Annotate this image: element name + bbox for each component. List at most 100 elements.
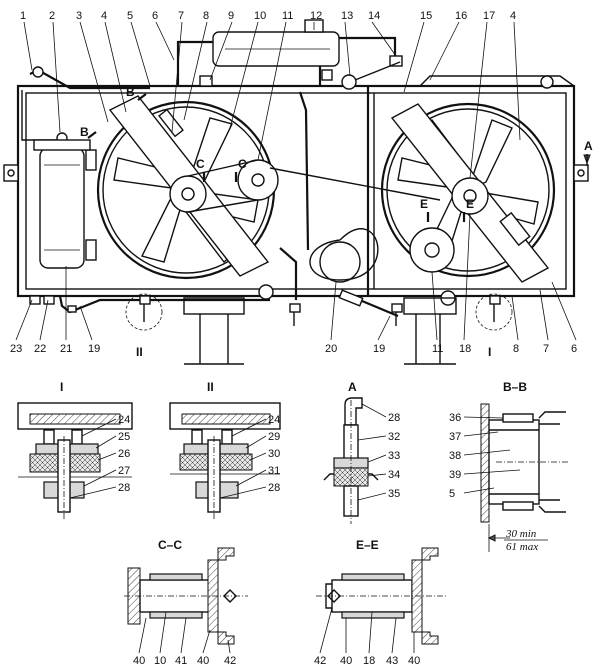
callout-14: 14 <box>368 10 380 22</box>
detail-I-title: I <box>60 380 63 394</box>
callout-13: 13 <box>341 10 353 22</box>
top-right-bolt <box>540 75 554 89</box>
detail-CC-callout-40b: 40 <box>197 655 209 667</box>
hose-clamp-13 <box>341 74 357 90</box>
section-mark-b-left <box>87 131 97 139</box>
callout-7: 7 <box>178 10 184 22</box>
detail-BB-callout-39: 39 <box>449 469 461 481</box>
callout-6b: 6 <box>571 343 577 355</box>
label-b-right: B <box>126 85 135 99</box>
callout-20: 20 <box>325 343 337 355</box>
hose-clamp-14 <box>389 55 403 67</box>
callout-1: 1 <box>20 10 26 22</box>
detail-BB-frame-plate <box>480 403 490 523</box>
detail-II-circle <box>125 293 163 331</box>
callout-19: 19 <box>88 343 100 355</box>
callout-4b: 4 <box>510 10 516 22</box>
callout-11b: 11 <box>432 343 443 355</box>
callout-6: 6 <box>152 10 158 22</box>
detail-BB-title: B–B <box>503 380 527 394</box>
callout-17: 17 <box>483 10 495 22</box>
detail-I-circle <box>475 293 513 331</box>
detail-BB: B–B 36 37 38 39 5 30 min 61 max <box>449 380 570 553</box>
detail-BB-callout-36: 36 <box>449 412 461 424</box>
detail-A-callout-28: 28 <box>388 412 400 424</box>
label-c-right: C <box>238 157 247 171</box>
detail-II-callout-29: 29 <box>268 431 280 443</box>
callout-I: I <box>488 345 491 359</box>
detail-I-callout-28: 28 <box>118 482 130 494</box>
callout-2: 2 <box>49 10 55 22</box>
detail-A-callout-32: 32 <box>388 431 400 443</box>
detail-II-callout-31: 31 <box>268 465 280 477</box>
left-pulley <box>169 175 207 213</box>
detail-I-callout-25: 25 <box>118 431 130 443</box>
callout-23: 23 <box>10 343 22 355</box>
label-c-left: C <box>196 157 205 171</box>
detail-BB-callout-5: 5 <box>449 488 455 500</box>
detail-CC-title: C–C <box>158 538 182 552</box>
detail-A-title: A <box>348 380 357 394</box>
right-fan-ring <box>380 102 556 278</box>
detail-EE-callout-18: 18 <box>363 655 375 667</box>
detail-A-pipe-bend <box>344 397 363 426</box>
callout-19b: 19 <box>373 343 385 355</box>
detail-II: II 24 29 30 31 28 <box>169 380 281 520</box>
callout-18: 18 <box>459 343 471 355</box>
detail-BB-callout-37: 37 <box>449 431 461 443</box>
label-b-left: B <box>80 125 89 139</box>
detail-EE-callout-40b: 40 <box>408 655 420 667</box>
detail-EE: E–E 42 40 18 43 40 <box>314 538 446 667</box>
detail-BB-callout-38: 38 <box>449 450 461 462</box>
detail-BB-dim-max: 61 max <box>506 541 538 553</box>
detail-EE-title: E–E <box>356 538 379 552</box>
detail-I-callout-24: 24 <box>118 414 130 426</box>
detail-II-callout-24: 24 <box>268 414 280 426</box>
callout-4: 4 <box>101 10 107 22</box>
detail-A-callout-35: 35 <box>388 488 400 500</box>
callout-5: 5 <box>127 10 133 22</box>
detail-A-callout-33: 33 <box>388 450 400 462</box>
detail-A: A 28 32 33 34 35 <box>323 380 400 524</box>
callout-12: 12 <box>310 10 322 22</box>
label-view-a: A <box>584 139 593 153</box>
detail-CC-callout-42: 42 <box>224 655 236 667</box>
detail-EE-callout-42: 42 <box>314 655 326 667</box>
detail-BB-dim-min: 30 min <box>505 528 537 540</box>
callout-8b: 8 <box>513 343 519 355</box>
bottom-callouts: 23 22 21 19 II 20 19 11 18 I 8 7 6 <box>10 213 577 359</box>
detail-I-callout-26: 26 <box>118 448 130 460</box>
right-pulley-2 <box>409 227 455 273</box>
detail-CC: C–C 40 10 41 40 42 <box>124 538 248 667</box>
callout-11: 11 <box>282 10 293 22</box>
callout-3: 3 <box>76 10 82 22</box>
callout-10: 10 <box>254 10 266 22</box>
left-mount-tab <box>3 164 19 182</box>
callout-8: 8 <box>203 10 209 22</box>
detail-II-callout-28: 28 <box>268 482 280 494</box>
label-e-left: E <box>420 197 428 211</box>
callout-16: 16 <box>455 10 467 22</box>
label-e-right: E <box>466 197 474 211</box>
section-mark-b-right <box>137 93 147 101</box>
detail-II-title: II <box>207 380 214 394</box>
detail-CC-callout-10: 10 <box>154 655 166 667</box>
detail-A-callout-34: 34 <box>388 469 400 481</box>
detail-EE-callout-43: 43 <box>386 655 398 667</box>
right-fan <box>380 102 556 283</box>
callout-22: 22 <box>34 343 46 355</box>
callout-21: 21 <box>60 343 72 355</box>
left-fan <box>96 95 279 280</box>
callout-15: 15 <box>420 10 432 22</box>
sensor-1 <box>32 66 44 78</box>
main-assembly-view: B B C C E E A <box>3 19 593 365</box>
right-mount-tab <box>573 164 589 182</box>
detail-I: I 24 25 26 27 28 <box>17 380 133 520</box>
top-callouts: 1 2 3 4 5 6 7 8 9 10 11 12 13 14 15 16 1… <box>20 10 521 179</box>
detail-II-callout-30: 30 <box>268 448 280 460</box>
detail-I-callout-27: 27 <box>118 465 130 477</box>
callout-II: II <box>136 345 143 359</box>
detail-EE-callout-40a: 40 <box>340 655 352 667</box>
